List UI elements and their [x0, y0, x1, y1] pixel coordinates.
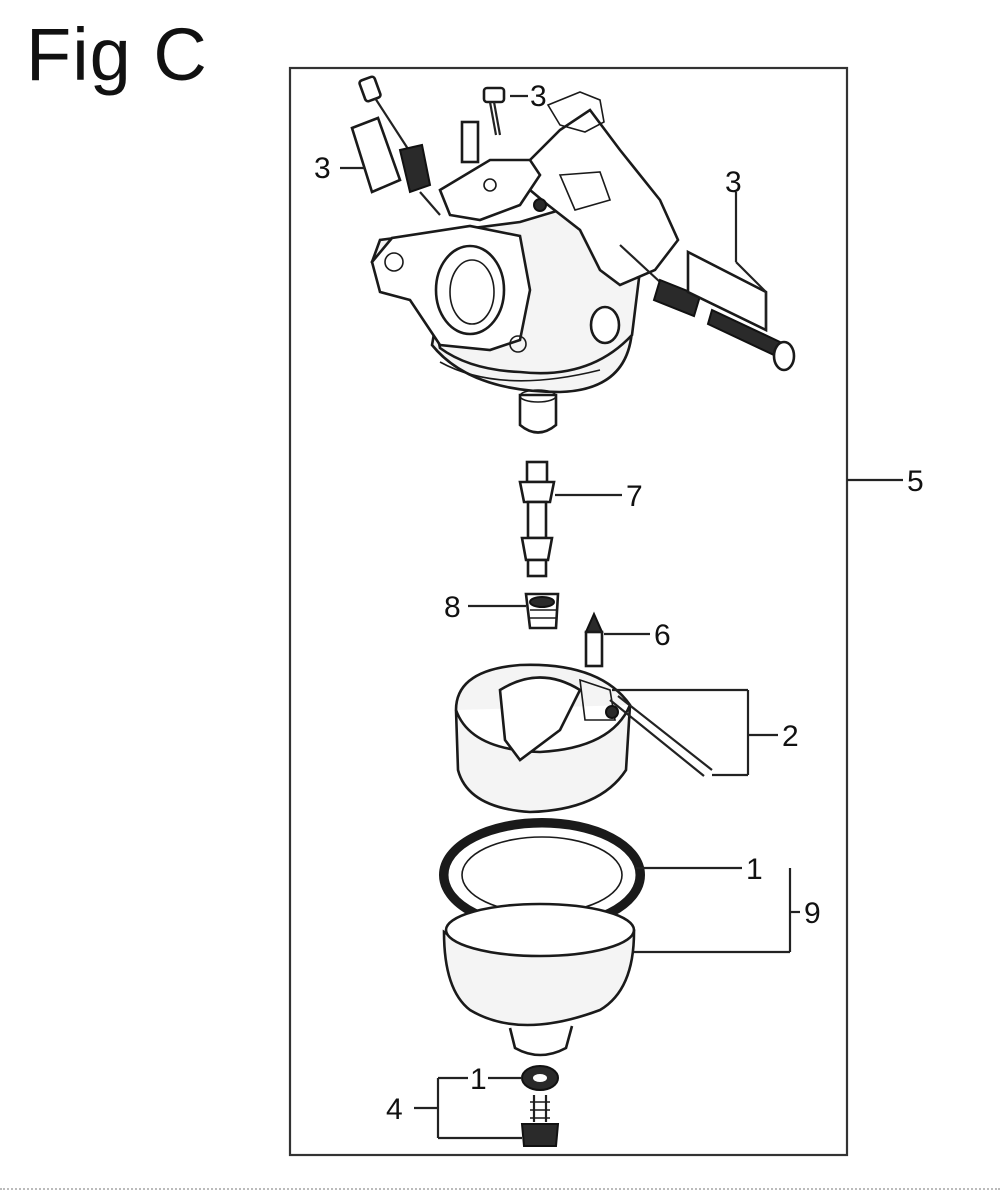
callout-6: 6 [654, 619, 671, 652]
callout-7: 7 [626, 480, 643, 513]
float-2 [454, 663, 713, 814]
float-needle-6 [584, 611, 604, 668]
callout-8: 8 [444, 591, 461, 624]
callout-1-bolt: 1 [470, 1063, 487, 1096]
leader-lines [340, 94, 903, 1140]
screw-3-top [482, 86, 506, 136]
callout-3-left: 3 [314, 152, 331, 185]
assembly-frame [288, 66, 849, 1157]
callout-1-ring: 1 [746, 853, 763, 886]
callout-5: 5 [907, 465, 924, 498]
main-jet-7 [518, 460, 556, 578]
callout-4: 4 [386, 1093, 403, 1126]
callout-9: 9 [804, 897, 821, 930]
float-bowl-9 [442, 902, 636, 1057]
bottom-dotted-rule [0, 1188, 1000, 1190]
spring-screw-3-left [350, 75, 441, 216]
callout-3-top: 3 [530, 80, 547, 113]
drain-bolt-4 [520, 1065, 560, 1147]
figure-title: Fig C [26, 13, 208, 96]
carburetor-body [370, 91, 680, 434]
spring-screw-3-right [619, 244, 796, 372]
callout-3-right: 3 [725, 166, 742, 199]
jet-nut-8 [524, 592, 560, 630]
callout-2: 2 [782, 720, 799, 753]
